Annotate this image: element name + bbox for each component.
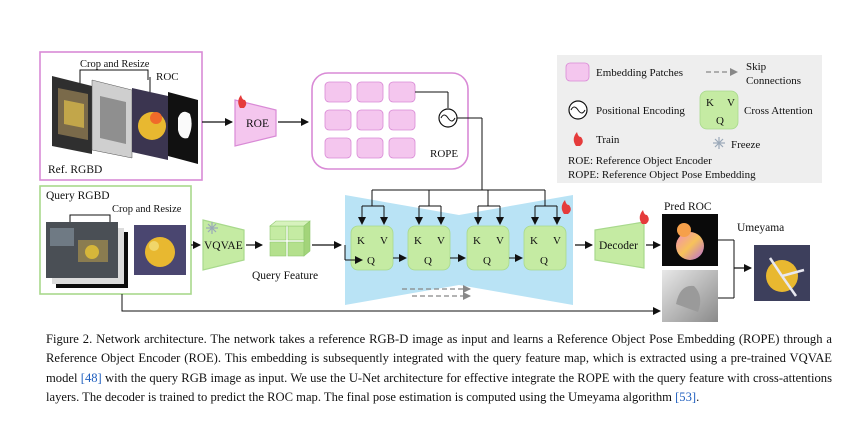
legend-panel (557, 55, 822, 183)
cross-attention-block: K V Q (350, 225, 394, 271)
architecture-diagram: Crop and Resize ROC Ref. RGBD ROE (39, 51, 822, 322)
ref-rgb-image (52, 76, 92, 154)
legend-rope-def: ROPE: Reference Object Pose Embedding (568, 169, 756, 181)
citation-53[interactable]: [53] (675, 389, 697, 404)
decoder (594, 221, 645, 269)
legend-skip-1: Skip (746, 61, 767, 73)
legend-positional-encoding-icon (568, 100, 588, 120)
ref-depth-image (91, 79, 133, 159)
legend-embedding-patches: Embedding Patches (596, 67, 683, 79)
pred-roc-label: Pred ROC (664, 201, 712, 213)
legend-train-icon (573, 132, 583, 146)
ca-v: V (553, 235, 561, 247)
figure-caption: Figure 2. Network architecture. The netw… (46, 330, 832, 407)
query-rgbd-panel (39, 185, 192, 295)
legend-train: Train (596, 134, 620, 146)
pred-roc-image (662, 214, 718, 266)
query-feature-label: Query Feature (252, 270, 318, 282)
ca-q: Q (540, 255, 548, 267)
embedding-patches (324, 81, 416, 159)
pred-depth-image (662, 270, 718, 322)
ca-k: K (357, 235, 365, 247)
legend-ca-q: Q (716, 115, 724, 127)
vqvae-encoder (202, 219, 245, 271)
positional-encoding-icon (438, 108, 458, 128)
roc-label: ROC (156, 71, 179, 83)
ca-q: Q (483, 255, 491, 267)
ca-v: V (380, 235, 388, 247)
query-crop-image (134, 225, 186, 275)
legend-positional-encoding: Positional Encoding (596, 105, 685, 117)
query-crop-label: Crop and Resize (112, 204, 182, 215)
query-rgbd-title: Query RGBD (46, 190, 110, 202)
caption-text-1: Figure 2. Network architecture. The netw… (46, 332, 832, 385)
cross-attention-block: K V Q (523, 225, 567, 271)
roe-label: ROE (246, 118, 269, 130)
depth-to-umeyama-line (121, 294, 661, 315)
legend-freeze: Freeze (731, 139, 760, 151)
ca-q: Q (367, 255, 375, 267)
legend-skip-2: Connections (746, 75, 801, 87)
ref-crop-bracket (79, 69, 149, 88)
unet-encoder-half (345, 195, 459, 305)
ca-k: K (530, 235, 538, 247)
ref-rgbd-panel (39, 51, 203, 181)
pose-result-image (754, 245, 810, 301)
citation-48[interactable]: [48] (80, 370, 102, 385)
unet-train-icon (561, 200, 571, 214)
roe-train-icon (238, 95, 247, 108)
query-feature-cubes (269, 220, 311, 257)
caption-text-3: . (696, 389, 700, 404)
ref-rgbd-label: Ref. RGBD (48, 164, 102, 176)
ref-roc-image (168, 92, 198, 164)
legend-ca-k: K (706, 97, 714, 109)
ca-v: V (496, 235, 504, 247)
vqvae-label: VQVAE (204, 240, 243, 252)
ca-k: K (473, 235, 481, 247)
vqvae-freeze-icon (206, 222, 218, 234)
legend-cross-attention: Cross Attention (744, 105, 813, 117)
rope-label: ROPE (430, 148, 458, 160)
ca-q: Q (424, 255, 432, 267)
umeyama-label: Umeyama (737, 222, 784, 234)
legend-ca-v: V (727, 97, 735, 109)
unet-decoder-half (459, 195, 573, 305)
cross-attention-block: K V Q (466, 225, 510, 271)
decoder-train-icon (639, 210, 649, 224)
ref-crop-label: Crop and Resize (80, 59, 150, 70)
query-crop-bracket (69, 214, 111, 222)
ca-v: V (437, 235, 445, 247)
legend-freeze-icon (713, 137, 725, 149)
decoder-label: Decoder (599, 240, 638, 252)
query-rgb-image (46, 222, 118, 278)
cross-attention-block: K V Q (407, 225, 451, 271)
legend-cross-attention-swatch (699, 90, 739, 130)
rope-to-kv-arrows (358, 190, 561, 225)
legend-roe-def: ROE: Reference Object Encoder (568, 155, 712, 167)
caption-text-2: with the query RGB image as input. We us… (46, 370, 832, 404)
ref-crop-image (132, 88, 168, 160)
ca-k: K (414, 235, 422, 247)
roe-encoder (234, 99, 277, 147)
legend-patch-swatch (565, 62, 590, 82)
